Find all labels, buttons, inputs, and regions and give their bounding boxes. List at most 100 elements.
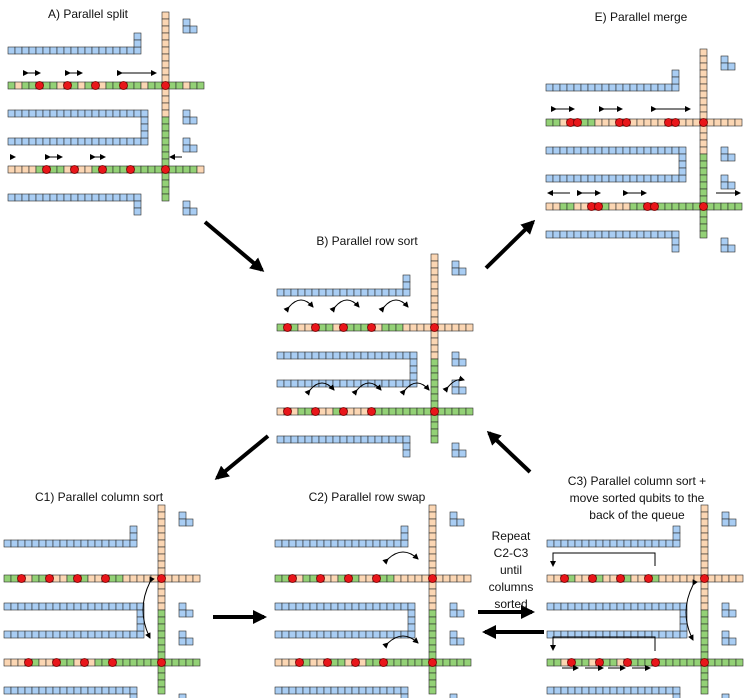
qubit-dot: [98, 165, 107, 174]
grid-cell: [678, 118, 687, 127]
grid-cell: [164, 658, 173, 667]
grid-cell: [664, 83, 673, 92]
grid-cell: [7, 165, 16, 174]
grid-cell: [451, 267, 460, 276]
grid-cell: [428, 651, 437, 660]
grid-cell: [714, 658, 723, 667]
grid-cell: [616, 658, 625, 667]
grid-cell: [182, 207, 191, 216]
grid-cell: [601, 118, 610, 127]
grid-cell: [636, 118, 645, 127]
grid-cell: [7, 109, 16, 118]
grid-cell: [182, 18, 191, 27]
grid-cell: [309, 686, 318, 695]
grid-cell: [140, 123, 149, 132]
grid-cell: [629, 202, 638, 211]
grid-cell: [330, 658, 339, 667]
grid-cell: [644, 658, 653, 667]
grid-cell: [651, 539, 660, 548]
grid-cell: [386, 686, 395, 695]
grid-cell: [337, 686, 346, 695]
grid-cell: [700, 560, 709, 569]
qubit-dot: [295, 658, 304, 667]
grid-cell: [421, 574, 430, 583]
grid-cell: [318, 407, 327, 416]
grid-cell: [302, 686, 311, 695]
grid-cell: [700, 588, 709, 597]
grid-cell: [105, 193, 114, 202]
grid-cell: [157, 504, 166, 513]
grid-cell: [430, 386, 439, 395]
grid-cell: [374, 351, 383, 360]
grid-cell: [10, 539, 19, 548]
grid-cell: [664, 230, 673, 239]
grid-cell: [185, 658, 194, 667]
grid-cell: [679, 623, 688, 632]
grid-cell: [59, 602, 68, 611]
grid-cell: [735, 658, 744, 667]
swap-arrow: [329, 299, 360, 313]
grid-cell: [66, 658, 75, 667]
grid-cell: [87, 630, 96, 639]
grid-cell: [351, 602, 360, 611]
qubit-dot: [428, 658, 437, 667]
grid-cell: [10, 574, 19, 583]
grid-cell: [182, 165, 191, 174]
grid-cell: [302, 630, 311, 639]
grid-cell: [713, 202, 722, 211]
grid-cell: [122, 539, 131, 548]
grid-cell: [657, 202, 666, 211]
grid-cell: [126, 193, 135, 202]
grid-cell: [358, 574, 367, 583]
grid-cell: [367, 435, 376, 444]
grid-cell: [164, 574, 173, 583]
grid-cell: [686, 574, 695, 583]
grid-cell: [545, 174, 554, 183]
grid-cell: [559, 118, 568, 127]
grid-cell: [288, 630, 297, 639]
grid-cell: [442, 658, 451, 667]
grid-cell: [414, 658, 423, 667]
grid-cell: [672, 539, 681, 548]
grid-cell: [337, 630, 346, 639]
grid-cell: [463, 658, 472, 667]
grid-cell: [657, 83, 666, 92]
qubit-dot: [70, 165, 79, 174]
panel-a-grid: [7, 11, 205, 216]
grid-cell: [650, 83, 659, 92]
grid-cell: [458, 407, 467, 416]
grid-cell: [133, 165, 142, 174]
grid-cell: [622, 146, 631, 155]
grid-cell: [136, 630, 145, 639]
grid-cell: [630, 574, 639, 583]
grid-cell: [185, 574, 194, 583]
grid-cell: [430, 295, 439, 304]
panel-b-grid: [276, 253, 474, 458]
grid-cell: [112, 165, 121, 174]
grid-cell: [316, 630, 325, 639]
grid-cell: [161, 46, 170, 55]
grid-cell: [393, 658, 402, 667]
grid-cell: [699, 97, 708, 106]
grid-cell: [435, 658, 444, 667]
grid-cell: [59, 539, 68, 548]
grid-cell: [700, 525, 709, 534]
grid-cell: [290, 379, 299, 388]
grid-cell: [21, 81, 30, 90]
grid-cell: [559, 230, 568, 239]
grid-cell: [56, 81, 65, 90]
grid-cell: [129, 539, 138, 548]
grid-cell: [458, 358, 467, 367]
grid-cell: [87, 602, 96, 611]
panel-c2-grid: [274, 504, 472, 698]
grid-cell: [73, 602, 82, 611]
grid-cell: [567, 539, 576, 548]
grid-cell: [274, 574, 283, 583]
grid-cell: [700, 546, 709, 555]
grid-cell: [393, 686, 402, 695]
panel-c2-title: C2) Parallel row swap: [308, 490, 426, 504]
grid-cell: [56, 165, 65, 174]
grid-cell: [157, 602, 166, 611]
grid-cell: [87, 574, 96, 583]
grid-cell: [24, 630, 33, 639]
